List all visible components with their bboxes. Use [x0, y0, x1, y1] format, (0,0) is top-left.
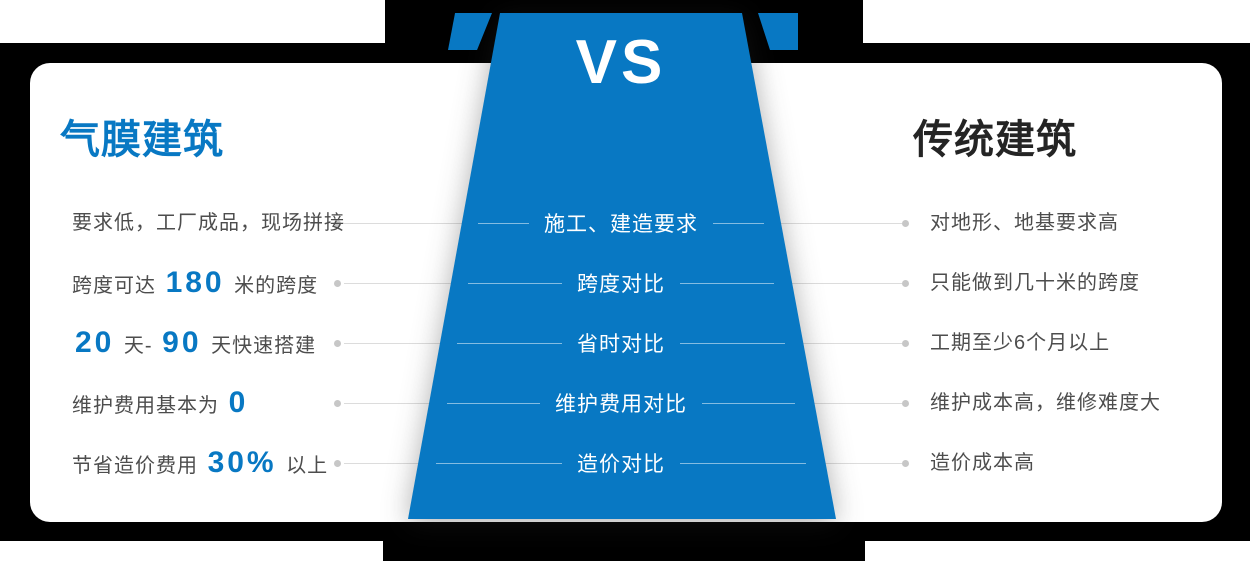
- highlight-value: 20: [75, 326, 115, 359]
- row-text: 米的跨度: [227, 275, 319, 297]
- center-label-text: 施工、建造要求: [544, 213, 698, 236]
- connector-dot-left: [334, 459, 341, 467]
- left-row: 要求低，工厂成品，现场拼接: [72, 204, 345, 242]
- highlight-value: 180: [165, 266, 225, 299]
- connector-dot-left: [334, 339, 341, 347]
- row-text: 节省造价费用: [72, 455, 205, 477]
- highlight-value: 90: [162, 326, 202, 359]
- connector-dot-left: [334, 279, 341, 287]
- center-label: 造价对比: [436, 449, 806, 477]
- label-flank-line: [680, 462, 806, 464]
- center-label: 跨度对比: [468, 269, 774, 297]
- left-column-title: 气膜建筑: [60, 118, 224, 162]
- right-row: 工期至少6个月以上: [930, 332, 1111, 354]
- connector-dot-right: [902, 219, 909, 227]
- connector-dot-right: [902, 339, 909, 347]
- label-flank-line: [680, 342, 785, 344]
- label-flank-line: [478, 222, 529, 224]
- label-flank-line: [702, 402, 795, 404]
- left-row: 维护费用基本为 0: [72, 384, 251, 425]
- label-flank-line: [713, 222, 764, 224]
- row-text: 维护费用基本为: [72, 395, 226, 417]
- highlight-value: 0: [228, 386, 249, 419]
- center-trapezoid: [395, 0, 845, 521]
- row-text: 跨度可达: [72, 275, 163, 297]
- right-row: 造价成本高: [930, 452, 1035, 474]
- vs-badge: VS: [575, 28, 667, 97]
- center-label-text: 维护费用对比: [555, 393, 687, 416]
- center-label: 维护费用对比: [447, 389, 795, 417]
- left-row: 20 天- 90 天快速搭建: [72, 324, 316, 365]
- center-label-text: 跨度对比: [577, 273, 665, 296]
- connector-dot-left: [334, 219, 341, 227]
- center-label-text: 造价对比: [577, 453, 665, 476]
- right-row: 对地形、地基要求高: [930, 212, 1119, 234]
- row-text: 以上: [279, 455, 329, 477]
- backdrop-tab-bottom: [383, 540, 865, 561]
- connector-dot-left: [334, 399, 341, 407]
- label-flank-line: [447, 402, 540, 404]
- highlight-value: 30%: [207, 446, 277, 479]
- connector-dot-right: [902, 279, 909, 287]
- row-text: 天快速搭建: [204, 335, 317, 357]
- connector-dot-right: [902, 459, 909, 467]
- label-flank-line: [457, 342, 562, 344]
- right-row: 维护成本高，维修难度大: [930, 392, 1161, 414]
- right-column-title: 传统建筑: [913, 118, 1077, 162]
- left-row: 跨度可达 180 米的跨度: [72, 264, 318, 305]
- center-label: 省时对比: [457, 329, 785, 357]
- label-flank-line: [436, 462, 562, 464]
- label-flank-line: [680, 282, 774, 284]
- row-text: 天-: [117, 335, 160, 357]
- label-flank-line: [468, 282, 562, 284]
- row-text: 要求低，工厂成品，现场拼接: [72, 212, 345, 234]
- right-row: 只能做到几十米的跨度: [930, 272, 1140, 294]
- connector-dot-right: [902, 399, 909, 407]
- center-label-text: 省时对比: [577, 333, 665, 356]
- left-row: 节省造价费用 30% 以上: [72, 444, 328, 485]
- center-label: 施工、建造要求: [478, 209, 764, 237]
